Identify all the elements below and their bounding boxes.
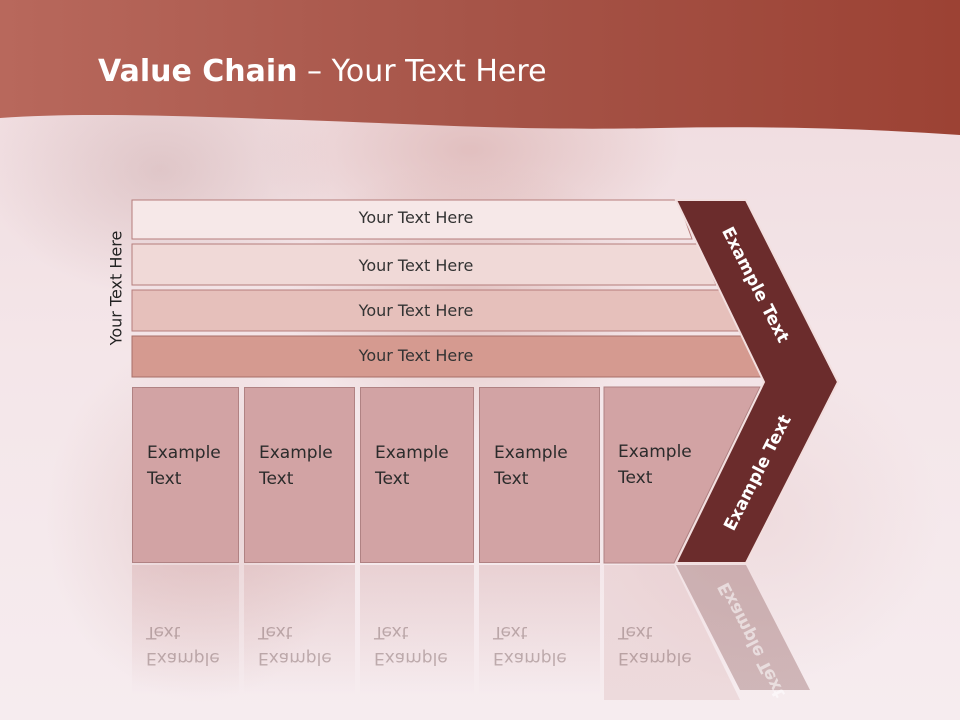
- box-5-reflection: [604, 565, 740, 700]
- bar-2-label: Your Text Here: [358, 256, 474, 275]
- bar-1-label: Your Text Here: [358, 208, 474, 227]
- chevron-reflection: [676, 565, 810, 690]
- bar-3-label: Your Text Here: [358, 301, 474, 320]
- page-title: Value Chain – Your Text Here: [98, 54, 547, 89]
- title-bold: Value Chain: [98, 54, 298, 89]
- bar-4-label: Your Text Here: [358, 346, 474, 365]
- box-5-shape: [603, 386, 761, 564]
- bar-1: [131, 199, 693, 240]
- header-banner: [0, 0, 960, 135]
- chevron-arrow: [674, 199, 840, 564]
- title-rest: – Your Text Here: [297, 54, 547, 89]
